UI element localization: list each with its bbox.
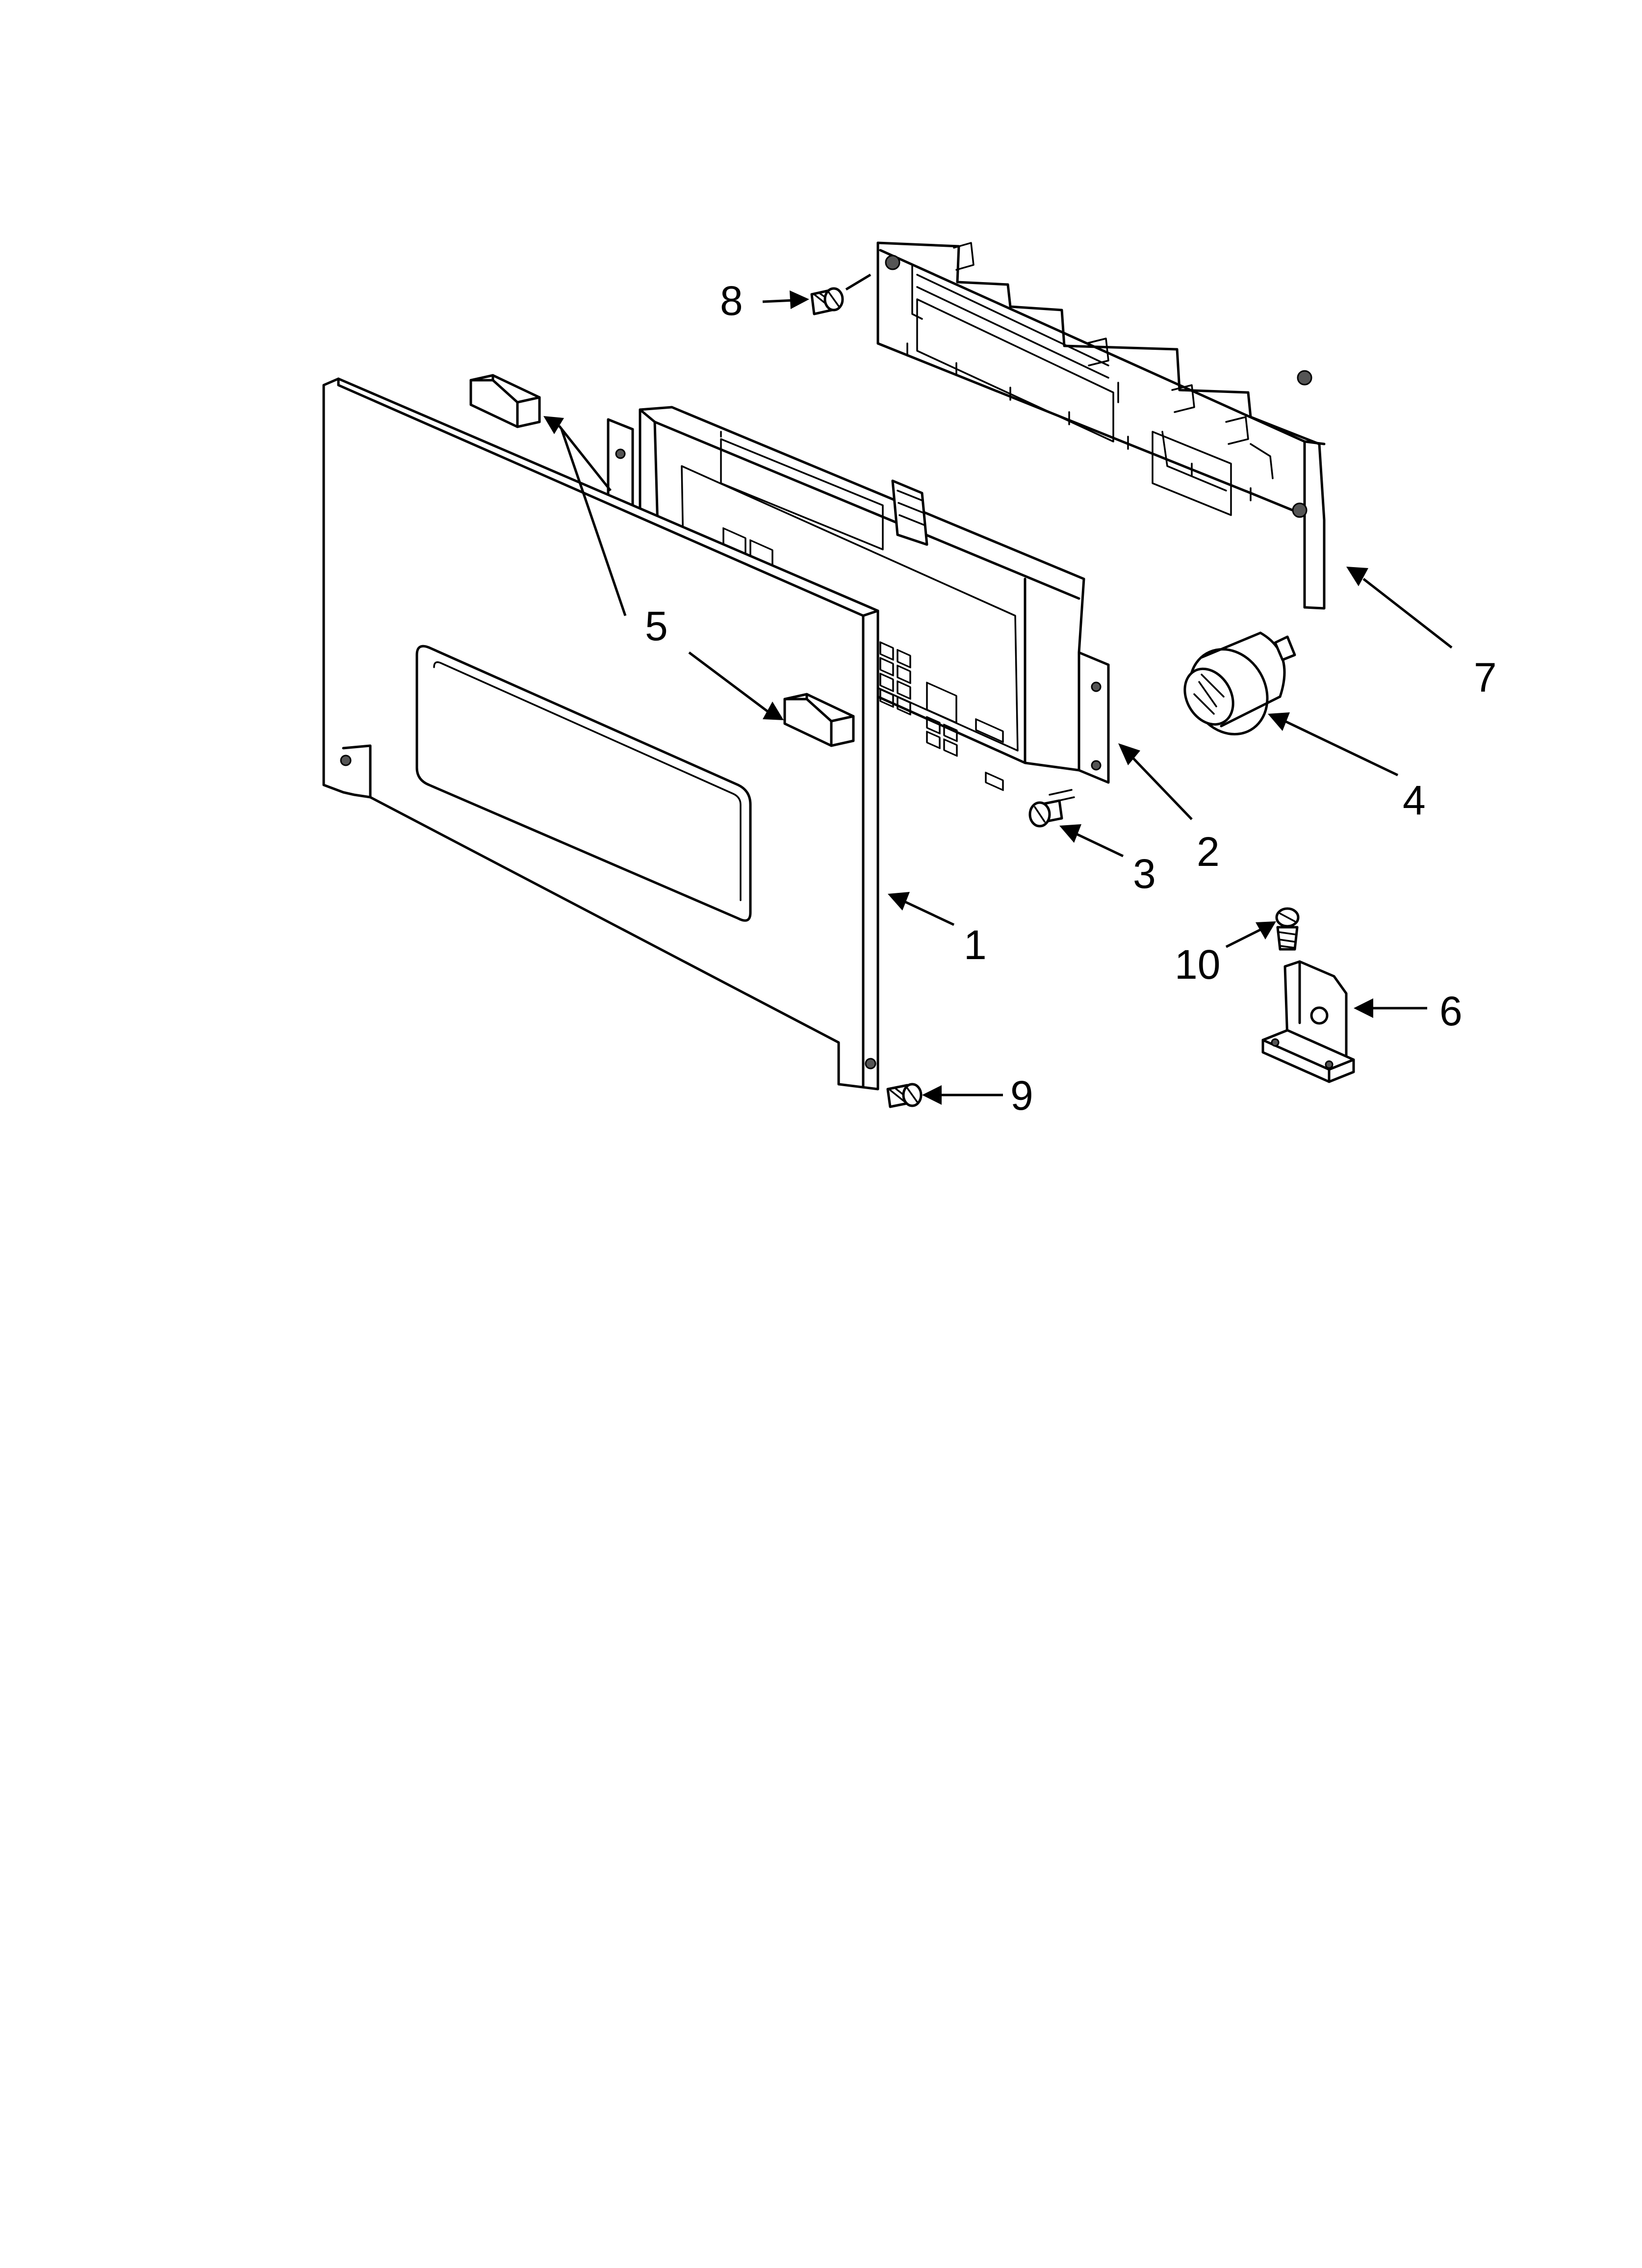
part-bracket	[1261, 960, 1355, 1083]
callout-3: 3	[1133, 851, 1156, 897]
screw-9	[886, 1083, 923, 1108]
callout-labels: 8 5 7 4 3 2 1 10 6 9	[645, 278, 1497, 1119]
part-control-housing	[876, 241, 1326, 610]
part-spacer-blocks	[469, 374, 855, 747]
callout-2: 2	[1197, 829, 1220, 875]
callout-10: 10	[1175, 941, 1220, 988]
part-outer-trim	[322, 377, 879, 1091]
callout-9: 9	[1010, 1072, 1033, 1119]
callout-1: 1	[964, 922, 987, 968]
callout-6: 6	[1439, 988, 1462, 1034]
callout-7: 7	[1474, 654, 1497, 701]
screw-10	[1275, 907, 1300, 951]
callout-4: 4	[1403, 777, 1426, 823]
leader-lines	[543, 273, 1453, 1105]
part-control-panel	[607, 406, 1110, 791]
screw-3	[1028, 789, 1075, 828]
callout-8: 8	[720, 278, 743, 324]
screw-8	[810, 287, 844, 315]
part-encoder	[1183, 631, 1296, 735]
callout-5: 5	[645, 603, 668, 649]
